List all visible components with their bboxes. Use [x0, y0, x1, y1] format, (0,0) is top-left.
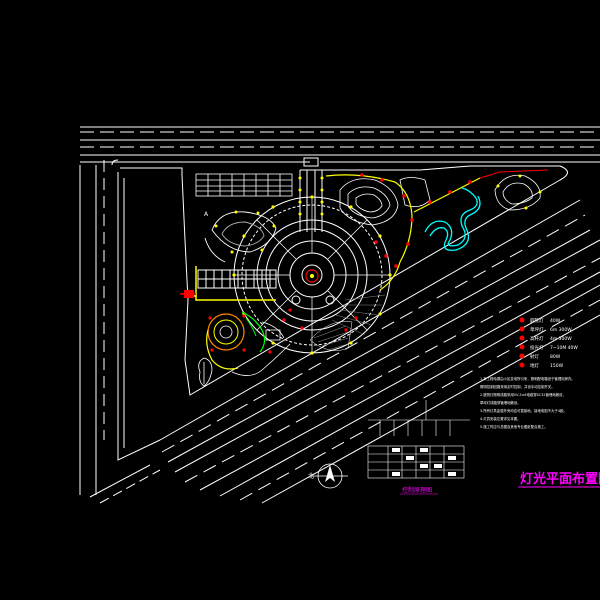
plaza-hatch [331, 294, 386, 336]
note-line: 5.施工时应与总图及其他专业图纸配合施工。 [480, 424, 548, 429]
axis-lights [298, 176, 324, 216]
bl-garden [206, 311, 291, 376]
parking-area [195, 173, 293, 197]
legend-row: 投光灯 7~10M 40W [519, 344, 578, 351]
fr-garden-lights [496, 174, 542, 210]
legend-row: 地灯 150W [519, 362, 564, 369]
top-road [80, 126, 600, 163]
fr-garden [494, 174, 541, 211]
south-path-lights [300, 316, 358, 332]
tr-garden-path [325, 174, 481, 291]
inner-boundary [117, 172, 161, 461]
legend-row: 草坪灯 6m 300W [519, 326, 572, 333]
legend-row: 庭院灯 40W [519, 317, 561, 324]
stream [424, 187, 481, 251]
bl-sculpture [198, 357, 213, 387]
note-line: 照明控制回路采用定时控制，并设手动控制开关。 [480, 384, 555, 389]
legend-name: 地灯 [530, 362, 539, 369]
legend-spec: 4m 300W [550, 336, 572, 342]
legend-name: 高杆灯 [530, 335, 544, 342]
note-line: 2.庭院灯照明线路采用VV-3×6电缆穿SC32管埋地敷设， [480, 392, 566, 397]
drawing-title: 灯光平面布置图 [520, 471, 600, 487]
note-line: 4.灯具安装位置详见本图。 [480, 416, 521, 421]
site-boundary [120, 165, 568, 396]
legend: 庭院灯 40W 草坪灯 6m 300W 高杆灯 4m 300W 投光灯 7~10… [519, 317, 578, 369]
legend-spec: 80W [550, 354, 561, 360]
bl-garden-lights [208, 308, 292, 354]
control-diagram-marks [392, 448, 456, 476]
tr-garden-contours [339, 177, 431, 226]
legend-spec: 6m 300W [550, 327, 572, 333]
left-road [79, 159, 119, 495]
north-arrow: 北 [308, 463, 348, 489]
tl-garden [204, 211, 277, 263]
legend-row: 高杆灯 4m 300W [519, 335, 572, 342]
legend-spec: 150W [550, 363, 564, 369]
compass-label: 北 [308, 472, 314, 480]
left-pavilion [197, 269, 277, 289]
legend-name: 庭院灯 [530, 317, 544, 324]
legend-name: 投光灯 [530, 344, 544, 351]
note-line: 草坪灯线路穿管埋地敷设。 [480, 400, 521, 405]
legend-spec: 40W [550, 318, 561, 324]
detail-caption: 控制原理图 [402, 486, 432, 494]
tl-garden-lights [214, 210, 276, 254]
center-fountain [291, 269, 335, 305]
legend-spec: 7~10M 40W [550, 345, 578, 351]
south-hatch-wedge [309, 321, 353, 351]
note-line: 1.本工程电源由小区变电所引来，照明配电箱设于管理用房内。 [480, 376, 575, 381]
diagonal-roads [89, 199, 600, 504]
design-notes: 1.本工程电源由小区变电所引来，照明配电箱设于管理用房内。 照明控制回路采用定时… [480, 376, 575, 429]
legend-name: 草坪灯 [530, 326, 544, 333]
area-label-a: A [204, 211, 209, 218]
east-lights-line [479, 169, 549, 179]
legend-row: 射灯 80W [519, 353, 561, 360]
plaza-ring-lights [232, 195, 392, 355]
legend-name: 射灯 [530, 353, 539, 360]
note-line: 3.所有灯具金属外壳均应可靠接地，接地电阻不大于4欧。 [480, 408, 567, 413]
tr-red-lights [360, 173, 472, 268]
control-diagram [367, 400, 470, 479]
